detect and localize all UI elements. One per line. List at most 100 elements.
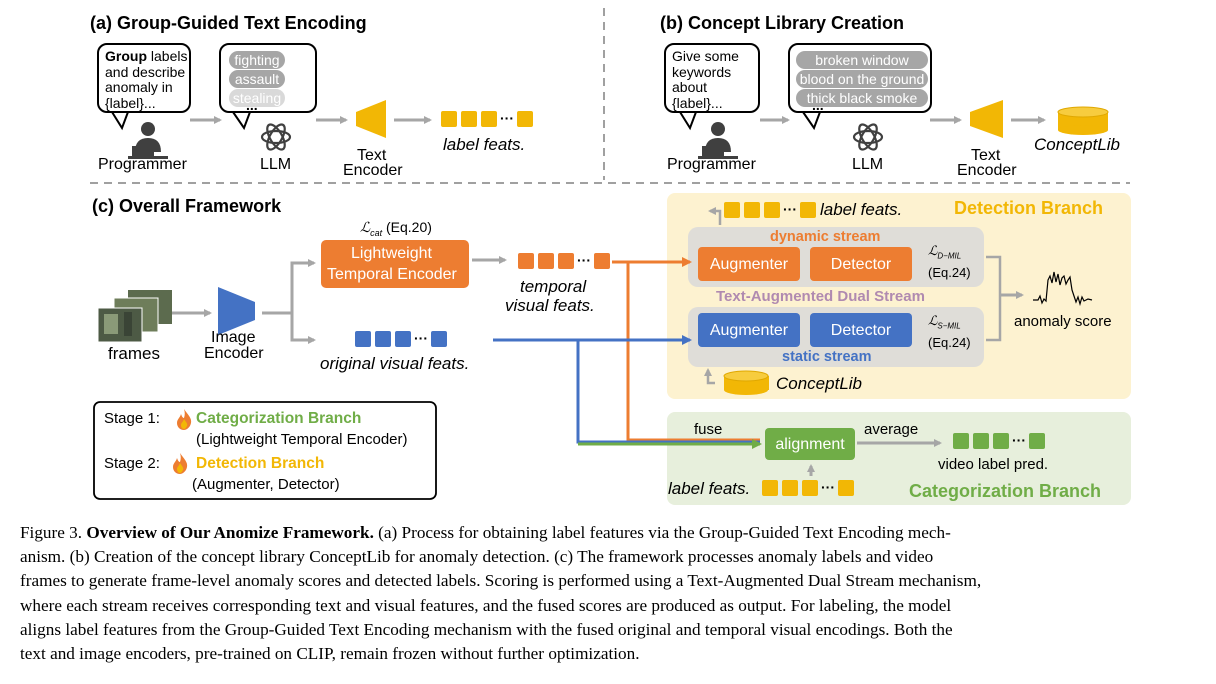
llm-label-a: LLM [260, 156, 292, 173]
detector-static: Detector [810, 313, 912, 347]
feature-square [441, 111, 457, 127]
frames-label: frames [108, 344, 160, 363]
detector-dynamic: Detector [810, 247, 912, 281]
flame-icon-stage2 [173, 453, 188, 474]
bubble-tail-b2 [802, 111, 821, 131]
llm-output-bubble-a: fighting assault stealing ... [219, 43, 317, 113]
original-feats-label: original visual feats. [320, 354, 470, 373]
text-encoder-label-b-2: Encoder [957, 162, 1017, 179]
prompt-line-4: {label}... [105, 94, 156, 111]
prompt-bold-word: Group [105, 48, 147, 64]
programmer-label-a: Programmer [98, 156, 187, 173]
flame-icon-stage1 [177, 409, 192, 430]
stage1-prefix: Stage 1: [104, 410, 160, 427]
pill-ellipsis-b: ... [812, 97, 824, 113]
section-c-title: (c) Overall Framework [92, 196, 282, 216]
feature-square [838, 480, 854, 496]
temporal-feats-label-1: temporal [520, 277, 587, 296]
prompt-line-2: and describe [105, 63, 186, 80]
text-encoder-a-shape [356, 100, 386, 138]
conceptlib-cylinder-c [723, 370, 769, 395]
label-feats-categorization-squares: ··· [762, 479, 854, 496]
pill-fighting: fighting [229, 51, 285, 69]
feature-squares: ··· ··· ··· ··· ··· ··· [355, 110, 1045, 496]
categorization-branch-title: Categorization Branch [909, 481, 1102, 501]
loss-cat-subscript: cat [370, 227, 383, 238]
prompt-line-3: anomaly in [105, 79, 173, 95]
feature-square [764, 202, 780, 218]
bubble-tail-a2 [232, 111, 251, 131]
feature-square [973, 433, 989, 449]
conceptlib-cylinder-b [1057, 106, 1109, 135]
image-encoder-label-1: Image [211, 329, 256, 346]
conceptlib-detection: ConceptLib [776, 374, 863, 393]
anomaly-score-label: anomaly score [1014, 313, 1112, 330]
llm-icon-b [852, 123, 884, 151]
loss-smil: ℒS−MIL (Eq.24) [928, 313, 971, 351]
pill-blood-on-ground: blood on the ground [796, 70, 928, 88]
stage1-name: Categorization Branch [196, 410, 362, 427]
feature-ellipsis: ··· [577, 252, 591, 268]
feature-square [1029, 433, 1045, 449]
loss-smil-symbol: ℒ [928, 314, 938, 329]
prompt-b-line-2: keywords [672, 63, 732, 80]
feature-square [953, 433, 969, 449]
programmer-icon-b [698, 122, 738, 159]
video-frames-thumbnails [97, 290, 172, 343]
loss-cat-symbol: ℒ [360, 220, 371, 236]
loss-smil-subscript: S−MIL [937, 321, 961, 331]
caption-title: Overview of Our Anomize Framework. [86, 523, 374, 542]
prompt-line-1: labels [147, 48, 188, 64]
temporal-feats-label-2: visual feats. [505, 296, 595, 315]
loss-dmil-ref: (Eq.24) [928, 264, 971, 280]
caption-line-6: text and image encoders, pre-trained on … [20, 644, 640, 664]
caption-line-3: frames to generate frame-level anomaly s… [20, 571, 982, 591]
dual-stream-title: Text-Augmented Dual Stream [716, 288, 925, 305]
feature-square [355, 331, 371, 347]
feature-square [375, 331, 391, 347]
feature-ellipsis: ··· [414, 330, 428, 346]
feature-square [724, 202, 740, 218]
programmer-icon-a [128, 122, 168, 159]
feature-square [461, 111, 477, 127]
caption-line-5: aligns label features from the Group-Gui… [20, 619, 953, 639]
pill-assault: assault [229, 70, 285, 88]
caption-line-4: where each stream receives corresponding… [20, 595, 952, 615]
label-feats-output-a: label feats. [443, 135, 526, 154]
feature-square [594, 253, 610, 269]
llm-output-bubble-b: broken window blood on the ground thick … [788, 43, 932, 113]
average-label: average [864, 421, 919, 438]
loss-cat-ref: (Eq.20) [386, 219, 432, 235]
figure-caption: Figure 3. Overview of Our Anomize Framew… [20, 521, 1200, 666]
feature-square [517, 111, 533, 127]
section-b-title: (b) Concept Library Creation [660, 13, 905, 33]
lte-label-1: Lightweight [351, 245, 432, 262]
feature-square [518, 253, 534, 269]
feature-ellipsis: ··· [821, 479, 835, 495]
feature-square [802, 480, 818, 496]
label-feats-a-squares: ··· [441, 110, 533, 127]
prompt-bubble-b: Give some keywords about {label}... [664, 43, 760, 113]
feature-square [431, 331, 447, 347]
stage1-detail: (Lightweight Temporal Encoder) [196, 431, 408, 448]
prompt-b-line-4: {label}... [672, 94, 723, 111]
feature-square [782, 480, 798, 496]
bubble-tail-a1 [111, 111, 129, 131]
pill-broken-window: broken window [796, 51, 928, 69]
original-feats-squares: ··· [355, 330, 447, 347]
feature-square [993, 433, 1009, 449]
label-feats-categorization: label feats. [668, 479, 751, 498]
image-encoder-label-2: Encoder [204, 345, 264, 362]
feature-ellipsis: ··· [500, 110, 514, 126]
static-stream-title: static stream [782, 349, 872, 365]
feature-square [538, 253, 554, 269]
temporal-feats-squares: ··· [518, 252, 610, 269]
feature-ellipsis: ··· [783, 201, 797, 217]
loss-smil-ref: (Eq.24) [928, 334, 971, 350]
text-encoder-label-a-2: Encoder [343, 162, 403, 179]
pill-stealing: stealing [229, 89, 285, 107]
dynamic-stream-title: dynamic stream [770, 229, 881, 245]
feature-ellipsis: ··· [1012, 432, 1026, 448]
feature-square [481, 111, 497, 127]
stage2-prefix: Stage 2: [104, 455, 160, 472]
